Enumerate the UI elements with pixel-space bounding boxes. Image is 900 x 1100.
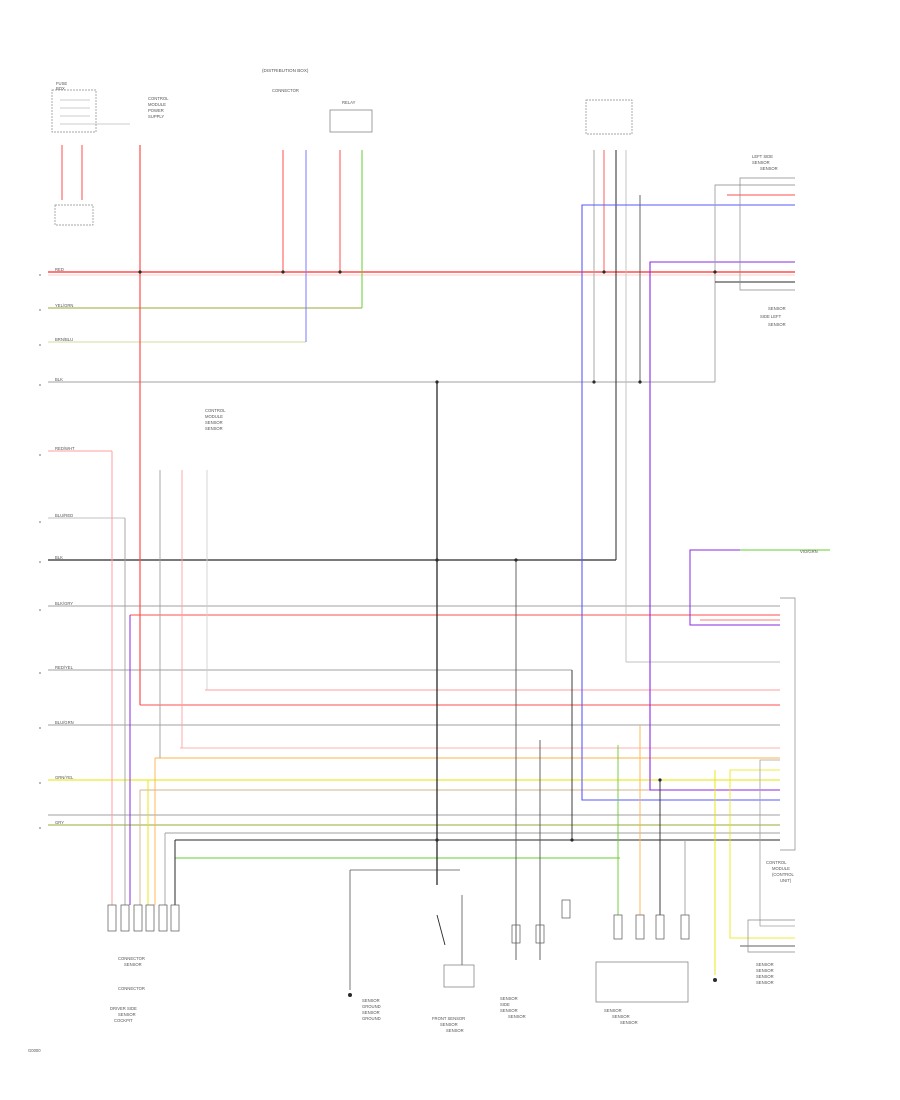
tag-blk-2: BLK (55, 555, 63, 560)
sensor-tr-label-3: SENSOR (760, 166, 778, 171)
bottom-center-label-2: SIDE (500, 1002, 510, 1007)
bottom-far-right-label-2: SENSOR (756, 968, 774, 973)
bottom-far-right-label-3: SENSOR (756, 974, 774, 979)
bottom-right-sensor-label-3: SENSOR (620, 1020, 638, 1025)
splice-dots (138, 270, 717, 842)
bottom-switch-label-1: FRONT SENSOR (432, 1016, 465, 1021)
control-module-label-4: UNIT) (780, 878, 792, 883)
sensor-tr-label-2: SENSOR (752, 160, 770, 165)
tag-yel-grn: YEL/GRN (55, 303, 73, 308)
module-mid-label-1: CONTROL (205, 408, 226, 413)
ground-icon-2 (713, 978, 717, 982)
tag-blu-red: BLU/RED (55, 513, 73, 518)
tag-blu-grn: BLU/GRN (55, 720, 74, 725)
fuse-ticks (60, 99, 130, 125)
control-module-bracket (780, 597, 796, 851)
bottom-left-label-6: COCKPIT (114, 1018, 133, 1023)
wire-gray-r (759, 759, 795, 927)
connector-bottom-right (613, 914, 690, 940)
control-module-label-1: CONTROL (766, 860, 787, 865)
wire-violet-loop (649, 261, 795, 791)
connector-top-label: CONNECTOR (272, 88, 299, 93)
bottom-left-label-4: DRIVER SIDE (110, 1006, 137, 1011)
switch-box (443, 964, 475, 988)
edge-markers (39, 274, 41, 829)
tag-vio-grn: VIO/GRN (800, 549, 818, 554)
tag-gry: GRY (55, 820, 64, 825)
connector-bottom-center (511, 899, 571, 944)
bottom-far-right-label-1: SENSOR (756, 962, 774, 967)
ground-icon (348, 993, 352, 997)
module-mid-label-2: MODULE (205, 414, 223, 419)
fuse-box-label-1: FUSE (56, 81, 67, 86)
top-caption: (DISTRIBUTION BOX) (262, 68, 309, 73)
module-mid-label-4: SENSOR (205, 426, 223, 431)
wire-yellow-r (729, 769, 795, 939)
wire-gray-tr (714, 184, 795, 382)
bottom-right-sensor-label-2: SENSOR (612, 1014, 630, 1019)
sensor-bracket-br (747, 919, 795, 953)
tag-red-wht: RED/WHT (55, 446, 75, 451)
switch-contact-icon (436, 914, 446, 946)
bottom-left-label-3: CONNECTOR (118, 986, 145, 991)
bottom-g1-label-4: GROUND (362, 1016, 381, 1021)
fuse-box-label-2: BOX (56, 86, 65, 91)
fuse-box-outline (51, 89, 97, 133)
corner-note: G0000 (28, 1048, 41, 1053)
tag-grn-yel: GRN/YEL (55, 775, 74, 780)
sensor-mr-label-1: SENSOR (768, 306, 786, 311)
bottom-g1-label-1: SENSOR (362, 998, 380, 1003)
bottom-center-label-3: SENSOR (500, 1008, 518, 1013)
control-module-label-2: MODULE (772, 866, 790, 871)
tag-red-yel: RED/YEL (55, 665, 74, 670)
tag-red: RED (55, 267, 64, 272)
bottom-g1-label-3: SENSOR (362, 1010, 380, 1015)
sensor-box-bottom-right (595, 961, 689, 1003)
connector-bundle-left (107, 904, 180, 932)
bottom-switch-label-2: SENSOR (440, 1022, 458, 1027)
bottom-right-sensor-label-1: SENSOR (604, 1008, 622, 1013)
bottom-left-label-1: CONNECTOR (118, 956, 145, 961)
bottom-left-label-2: SENSOR (124, 962, 142, 967)
wire-blue-loop (581, 204, 795, 801)
bottom-center-label-1: SENSOR (500, 996, 518, 1001)
bottom-left-label-5: SENSOR (118, 1012, 136, 1017)
bottom-far-right-label-4: SENSOR (756, 980, 774, 985)
relay-label: RELAY (342, 100, 356, 105)
bottom-center-label-4: SENSOR (508, 1014, 526, 1019)
tag-blk-gry: BLK/GRY (55, 601, 73, 606)
bottom-g1-label-2: GROUND (362, 1004, 381, 1009)
sensor-bracket-tr (739, 177, 795, 291)
connector-top-right (585, 99, 633, 135)
sensor-mr-label-3: SENSOR (768, 322, 786, 327)
module-mid-label-3: SENSOR (205, 420, 223, 425)
tag-blk: BLK (55, 377, 63, 382)
bottom-switch-label-3: SENSOR (446, 1028, 464, 1033)
tag-brn-blu: BRN/BLU (55, 337, 73, 342)
module-left-label-3: POWER (148, 108, 164, 113)
relay-box (329, 109, 373, 133)
small-box-left (54, 204, 94, 226)
sensor-mr-label-2: SIDE LEFT (760, 314, 782, 319)
module-left-label-1: CONTROL (148, 96, 169, 101)
control-module-label-3: (CONTROL (772, 872, 795, 877)
sensor-tr-label-1: LEFT SIDE (752, 154, 773, 159)
wire-vio-grn (689, 549, 830, 626)
module-left-label-4: SUPPLY (148, 114, 164, 119)
module-left-label-2: MODULE (148, 102, 166, 107)
